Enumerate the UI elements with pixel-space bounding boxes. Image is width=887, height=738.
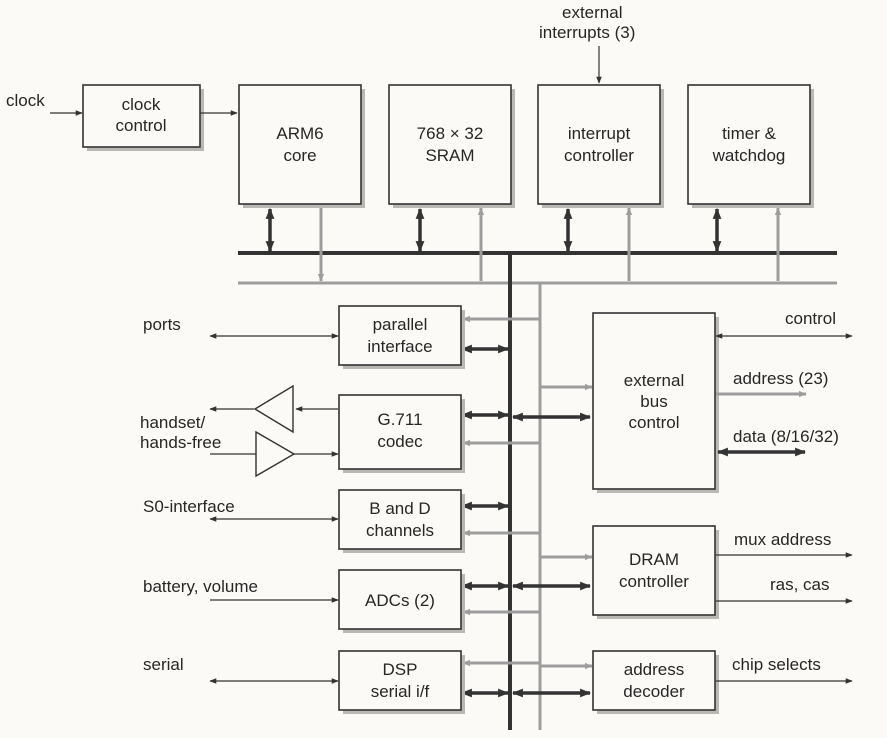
addrdec-label-2: decoder <box>623 682 685 701</box>
parallel-label-1: parallel <box>373 315 428 334</box>
address-decoder-block: address decoder <box>592 650 716 711</box>
codec-label-1: G.711 <box>377 410 422 429</box>
dram-label-1: DRAM <box>629 550 679 569</box>
clock-control-block: clock control <box>82 84 201 148</box>
extbus-label-1: external <box>624 371 684 390</box>
interrupt-label-2: controller <box>564 146 634 165</box>
dsp-serial-block: DSP serial i/f <box>338 650 462 711</box>
bd-label-2: channels <box>366 521 434 540</box>
addrdec-label-1: address <box>624 660 684 679</box>
sram-label-1: 768 × 32 <box>417 124 484 143</box>
timer-label-1: timer & <box>722 124 777 143</box>
dram-controller-block: DRAM controller <box>592 525 716 616</box>
timer-watchdog-block: timer & watchdog <box>687 84 811 205</box>
codec-label-2: codec <box>377 432 423 451</box>
codec-block: G.711 codec <box>338 394 462 470</box>
dsp-label-2: serial i/f <box>371 682 430 701</box>
clock-signal-label: clock <box>6 91 45 110</box>
dsp-label-1: DSP <box>383 660 418 679</box>
adcs-block: ADCs (2) <box>338 569 462 630</box>
external-bus-control-block: external bus control <box>592 312 716 490</box>
ras-cas-label: ras, cas <box>770 575 830 594</box>
arm6-label-1: ARM6 <box>276 124 323 143</box>
clock-control-label-2: control <box>115 116 166 135</box>
handset-label-2: hands-free <box>140 433 221 452</box>
timer-label-2: watchdog <box>712 146 786 165</box>
sram-label-2: SRAM <box>425 146 474 165</box>
chip-selects-label: chip selects <box>732 655 821 674</box>
interrupt-label-1: interrupt <box>568 124 631 143</box>
bd-channels-block: B and D channels <box>338 489 462 550</box>
s0-interface-label: S0-interface <box>143 497 235 516</box>
input-amplifier-icon <box>255 430 296 478</box>
interrupt-controller-block: interrupt controller <box>537 84 661 205</box>
control-label: control <box>785 309 836 328</box>
data-label: data (8/16/32) <box>733 427 839 446</box>
parallel-interface-block: parallel interface <box>338 305 462 366</box>
battery-volume-label: battery, volume <box>143 577 258 596</box>
ext-interrupts-label-2: interrupts (3) <box>539 23 635 42</box>
clock-control-label-1: clock <box>122 95 161 114</box>
ports-label: ports <box>143 315 181 334</box>
arm6-core-block: ARM6 core <box>238 84 362 205</box>
extbus-label-2: bus <box>640 392 667 411</box>
parallel-label-2: interface <box>367 337 432 356</box>
adcs-label: ADCs (2) <box>365 591 435 610</box>
bd-label-1: B and D <box>369 499 430 518</box>
arm6-label-2: core <box>283 146 316 165</box>
address-label: address (23) <box>733 369 828 388</box>
ext-interrupts-label-1: external <box>562 3 622 22</box>
mux-address-label: mux address <box>734 530 831 549</box>
handset-label-1: handset/ <box>140 413 205 432</box>
output-amplifier-icon <box>253 384 294 434</box>
dram-label-2: controller <box>619 572 689 591</box>
sram-block: 768 × 32 SRAM <box>388 84 512 205</box>
serial-label: serial <box>143 655 184 674</box>
extbus-label-3: control <box>628 413 679 432</box>
